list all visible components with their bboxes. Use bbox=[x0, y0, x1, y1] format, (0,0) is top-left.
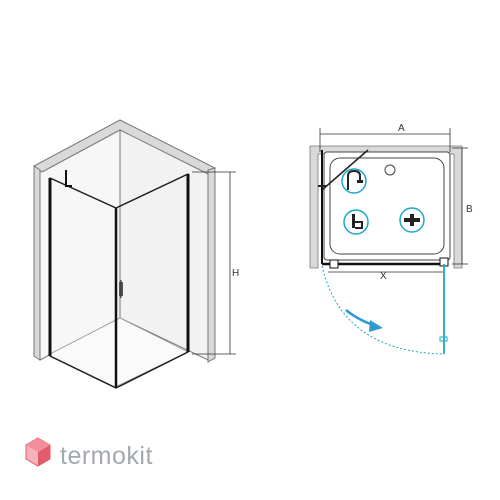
door-swing-arc bbox=[321, 265, 445, 355]
wall-side-left bbox=[33, 165, 41, 361]
bottom-rail-left bbox=[49, 355, 117, 389]
wall-side-right bbox=[207, 167, 216, 363]
plan-view: A B X bbox=[309, 123, 473, 355]
shower-head-icon bbox=[341, 168, 367, 194]
dim-x-label: X bbox=[380, 271, 387, 282]
dim-a-label: A bbox=[398, 123, 405, 134]
bottom-rail-right bbox=[115, 351, 189, 389]
dim-b-label: B bbox=[466, 204, 473, 215]
top-rail-right bbox=[115, 173, 189, 209]
swing-arrow-head bbox=[369, 320, 383, 332]
plan-hinge-left bbox=[329, 259, 339, 269]
drain bbox=[384, 164, 396, 176]
brand-name: termokit bbox=[60, 442, 153, 470]
faucet-icon bbox=[399, 207, 425, 233]
brand-logo bbox=[25, 437, 51, 467]
perspective-view: H bbox=[33, 119, 239, 389]
open-door-handle bbox=[439, 336, 448, 342]
stabilizer-bar bbox=[321, 149, 369, 191]
top-rail-left bbox=[49, 177, 117, 209]
wall-bracket bbox=[65, 170, 72, 187]
toilet-icon bbox=[343, 209, 369, 235]
height-label: H bbox=[232, 268, 239, 279]
logo-hexagon-top bbox=[26, 438, 50, 452]
